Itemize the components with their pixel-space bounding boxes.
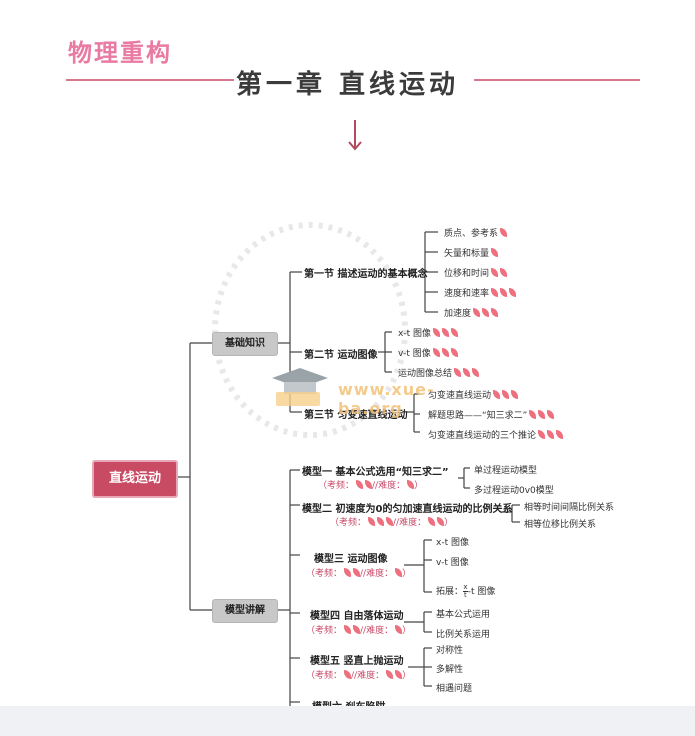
frequency-leaf-icon [441,348,449,357]
section1-item: 速度和速率 [444,286,517,299]
frequency-leaf-icon [386,517,394,526]
difficulty-leaf-icon [395,670,403,679]
frequency-leaf-icon [377,517,385,526]
frequency-leaf-icon [538,410,546,419]
frequency-leaf-icon [473,308,481,317]
frequency-leaf-icon [450,328,458,337]
difficulty-leaf-icon [437,517,445,526]
category-basic-knowledge: 基础知识 [212,332,278,356]
frequency-leaf-icon [368,517,376,526]
graduation-cap-icon [272,368,328,406]
model5-item: 对称性 [436,646,464,656]
section1-item: 矢量和标量 [444,246,499,259]
section1-item: 加速度 [444,306,499,319]
frequency-leaf-icon [547,430,555,439]
section3-item: 解题思路——“知三求二” [428,408,555,421]
frequency-leaf-icon [482,308,490,317]
section3-item: 匀变速直线运动的三个推论 [428,428,564,441]
section2-title: 第二节 运动图像 [304,350,378,361]
title-rule-right [474,79,640,81]
frequency-leaf-icon [491,288,499,297]
down-arrow-icon [348,120,362,151]
frequency-leaf-icon [441,328,449,337]
frequency-leaf-icon [344,568,352,577]
watermark: www.xue-ba.org [268,362,498,418]
frequency-leaf-icon [500,288,508,297]
section2-item: 运动图像总结 [398,366,480,379]
model1-meta: （考频：//难度：） [318,480,424,491]
model5-meta: （考频：//难度：） [306,670,412,681]
frequency-leaf-icon [491,248,499,257]
frequency-leaf-icon [432,328,440,337]
section1-title: 第一节 描述运动的基本概念 [304,269,428,280]
frequency-leaf-icon [491,308,499,317]
model5-item: 相遇问题 [436,684,473,694]
model3-title: 模型三 运动图像 [314,554,388,565]
model4-meta: （考频：//难度：） [306,625,412,636]
frequency-leaf-icon [356,480,364,489]
difficulty-leaf-icon [395,625,403,634]
section1-item: 位移和时间 [444,266,508,279]
frequency-leaf-icon [511,390,519,399]
frequency-leaf-icon [353,625,361,634]
model1-item: 多过程运动0v0模型 [474,486,554,496]
difficulty-leaf-icon [395,568,403,577]
model5-item: 多解性 [436,665,464,675]
frequency-leaf-icon [509,288,517,297]
frequency-leaf-icon [344,625,352,634]
brand-title: 物理重构 [68,38,172,67]
frequency-leaf-icon [463,368,471,377]
frequency-leaf-icon [547,410,555,419]
model1-item: 单过程运动模型 [474,466,538,476]
frequency-leaf-icon [538,430,546,439]
frequency-leaf-icon [344,670,352,679]
root-node: 直线运动 [92,460,178,498]
section3-item: 匀变速直线运动 [428,388,519,401]
chapter-title: 第一章 直线运动 [235,70,460,100]
frequency-leaf-icon [450,348,458,357]
model3-item: x-t 图像 [436,538,469,548]
frequency-leaf-icon [493,390,501,399]
model5-title: 模型五 竖直上抛运动 [310,656,404,667]
watermark-text: www.xue-ba.org [338,380,435,418]
model4-item: 基本公式运用 [436,610,491,620]
section2-item: v-t 图像 [398,346,458,359]
footer-bar [0,706,695,736]
section1-item: 质点、参考系 [444,226,508,239]
model2-meta: （考频：//难度：） [330,517,454,528]
frequency-leaf-icon [353,568,361,577]
frequency-leaf-icon [432,348,440,357]
difficulty-leaf-icon [428,517,436,526]
model2-item: 相等位移比例关系 [524,520,597,530]
frequency-leaf-icon [529,410,537,419]
frequency-leaf-icon [491,268,499,277]
model2-title: 模型二 初速度为0的匀加速直线运动的比例关系 [302,504,513,515]
frequency-leaf-icon [365,480,373,489]
difficulty-leaf-icon [386,670,394,679]
model2-item: 相等时间间隔比例关系 [524,503,615,513]
model4-title: 模型四 自由落体运动 [310,611,404,622]
model4-item: 比例关系运用 [436,630,491,640]
difficulty-leaf-icon [407,480,415,489]
category-model-explanation: 模型讲解 [212,599,278,623]
frequency-leaf-icon [472,368,480,377]
frequency-leaf-icon [500,268,508,277]
frequency-leaf-icon [556,430,564,439]
section2-item: x-t 图像 [398,326,458,339]
model3-item: v-t 图像 [436,558,469,568]
section3-title: 第三节 匀变速直线运动 [304,410,408,421]
model1-title: 模型一 基本公式选用“知三求二” [302,467,449,478]
frequency-leaf-icon [500,228,508,237]
title-rule-left [66,79,234,81]
model3-meta: （考频：//难度：） [306,568,412,579]
frequency-leaf-icon [454,368,462,377]
frequency-leaf-icon [502,390,510,399]
